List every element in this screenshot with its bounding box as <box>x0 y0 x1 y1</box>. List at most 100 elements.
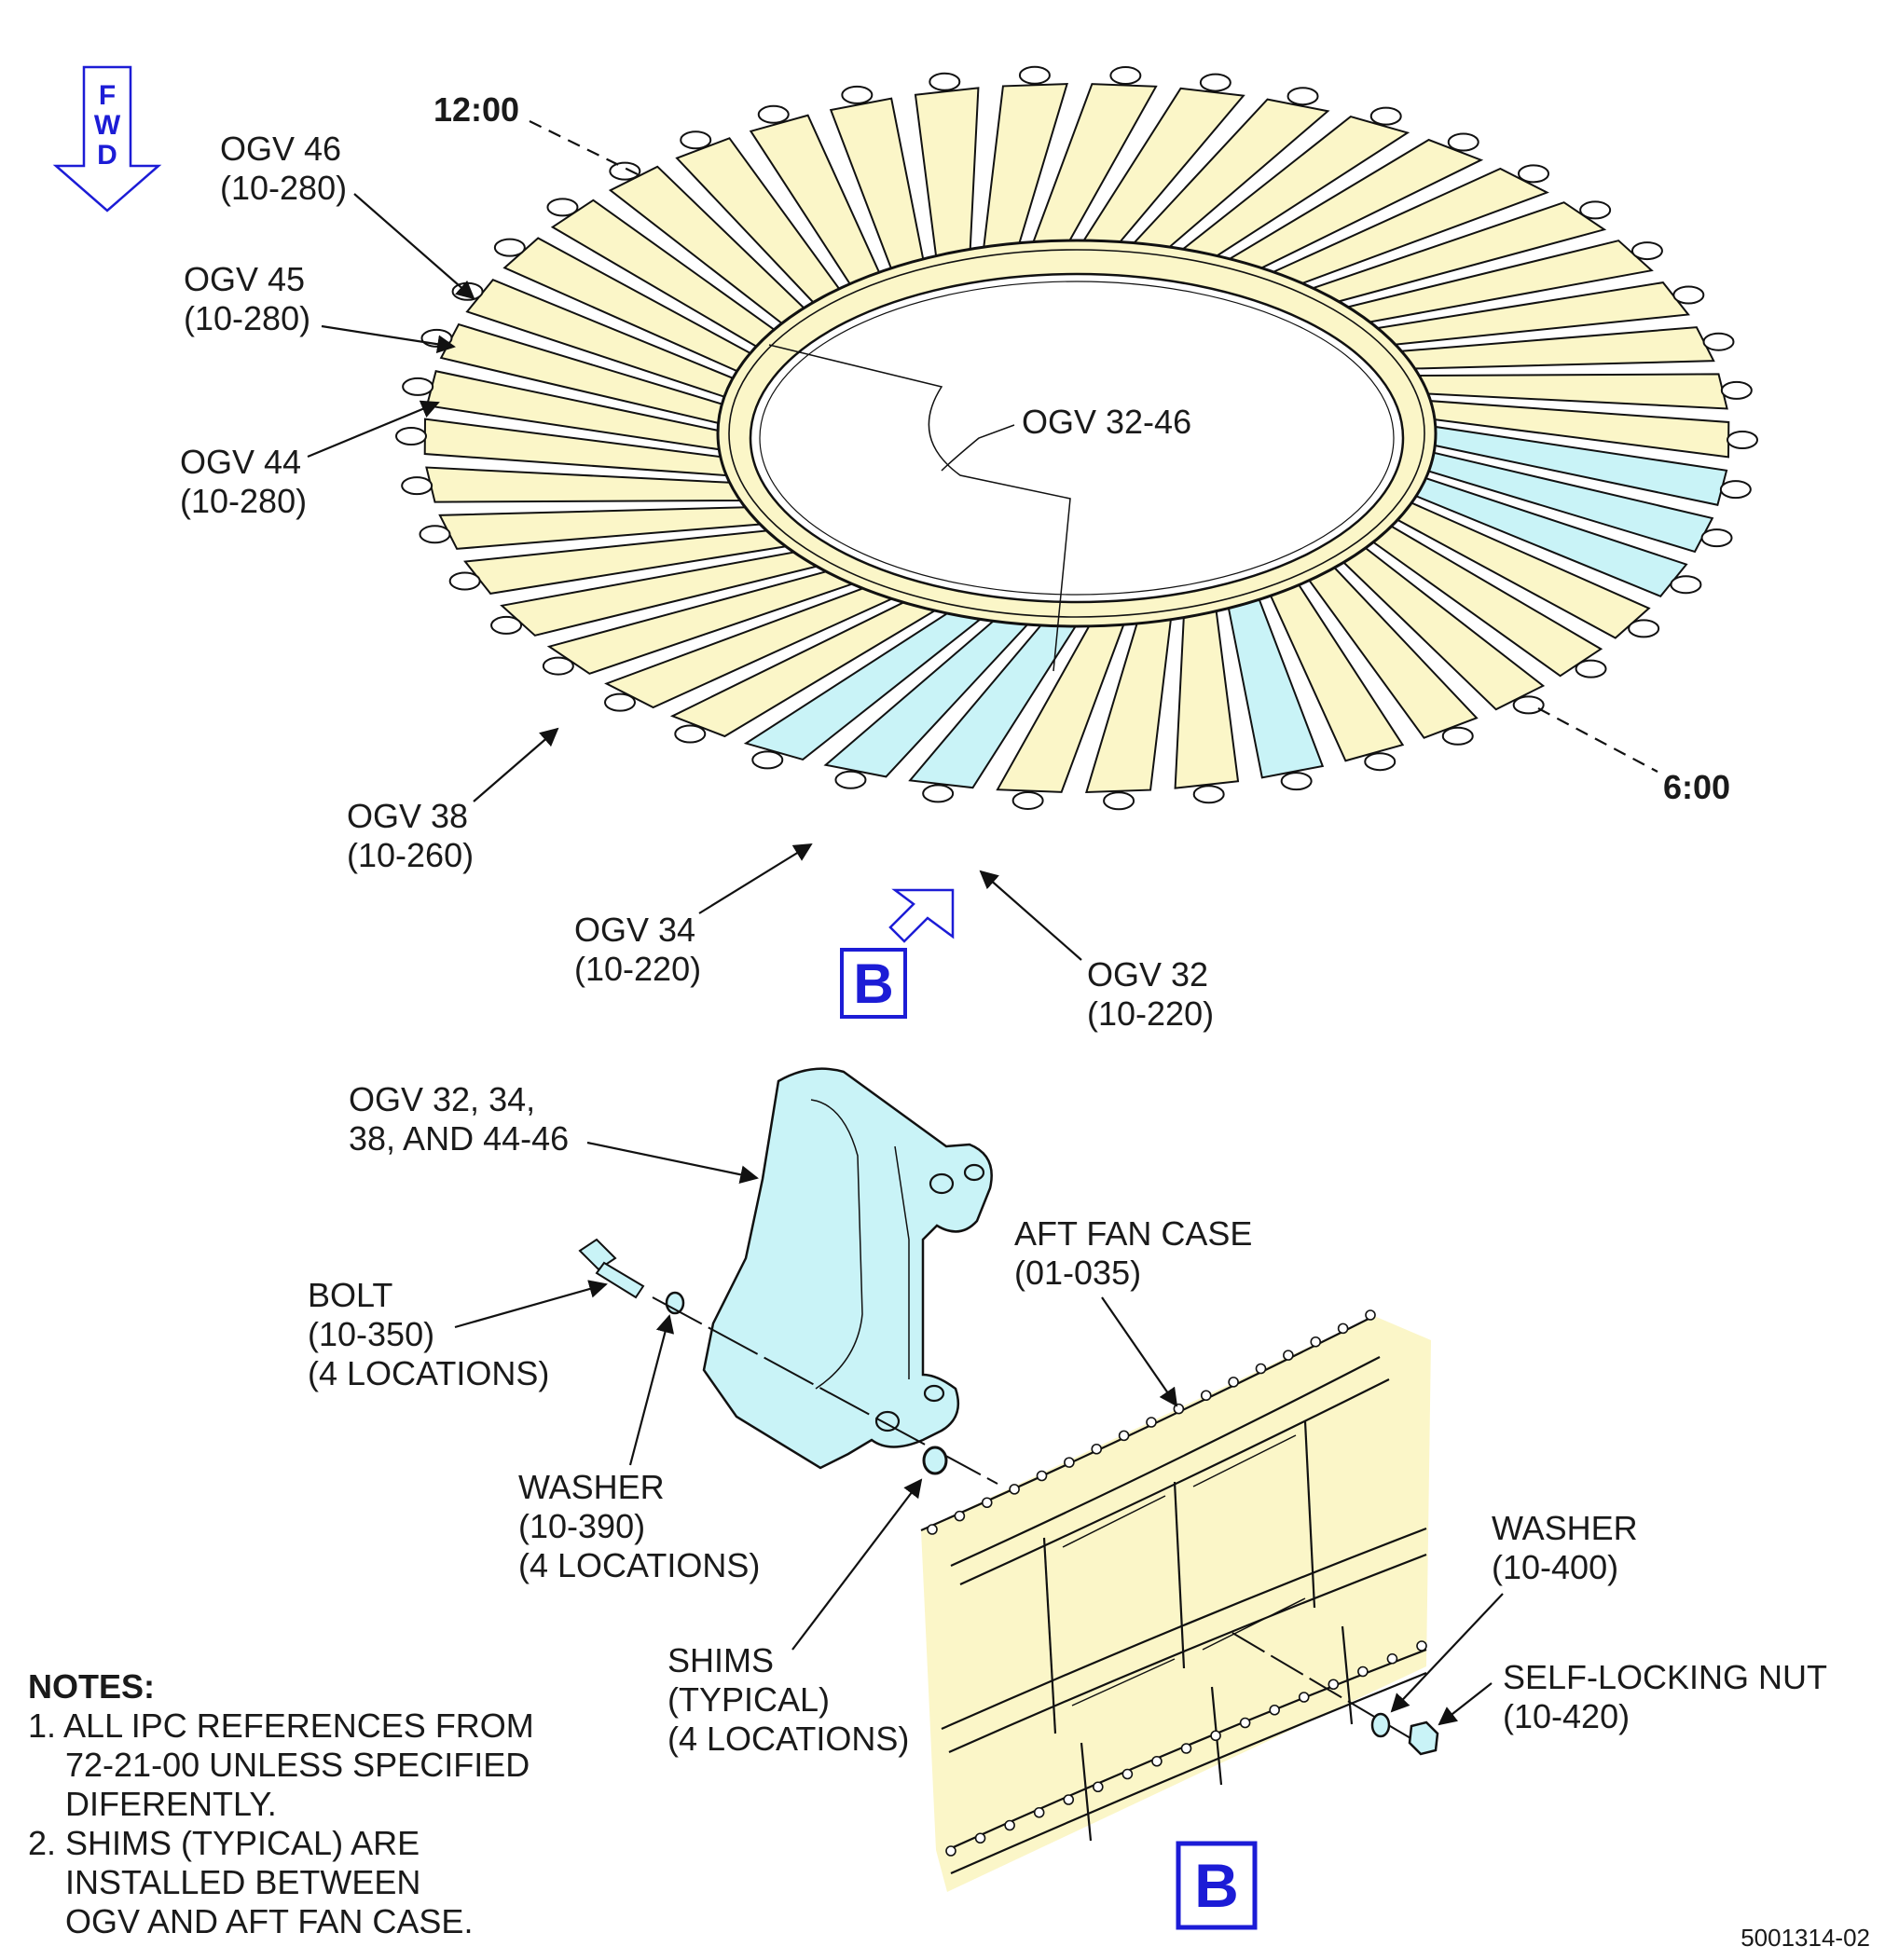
ogv-mount-foot <box>841 85 874 104</box>
ogv-mount-foot <box>1192 785 1225 804</box>
aft-fan-case-line1: AFT FAN CASE <box>1014 1214 1252 1253</box>
view-b-reference: B <box>840 888 955 1019</box>
ogv-mount-foot <box>1575 659 1607 678</box>
ogv-mount-foot <box>1199 73 1231 92</box>
fwd-letter-f: F <box>99 80 116 111</box>
flange-bolt-hole <box>1036 1470 1048 1482</box>
callout-ogv38: OGV 38 (10-260) <box>347 727 559 874</box>
ogv-mount-foot <box>1628 619 1660 638</box>
flange-bolt-hole <box>1004 1819 1015 1831</box>
callout-ogv44: OGV 44 (10-280) <box>180 400 440 520</box>
ogv-vane-detail <box>702 1067 993 1470</box>
ogv-mount-foot <box>674 724 707 744</box>
callout-ogv46: OGV 46 (10-280) <box>220 130 475 300</box>
flange-bolt-hole <box>1328 1679 1340 1691</box>
flange-bolt-hole <box>1151 1755 1163 1767</box>
nut-part <box>1408 1720 1439 1756</box>
ogv32-label: OGV 32 <box>1087 955 1208 994</box>
note-2-line3: OGV AND AFT FAN CASE. <box>65 1902 473 1940</box>
flange-bolt-hole <box>1118 1430 1130 1442</box>
ogv34-ref: (10-220) <box>574 950 701 988</box>
flange-bolt-hole <box>1365 1309 1376 1321</box>
ogv46-ref: (10-280) <box>220 169 347 207</box>
flange-bolt-hole <box>1357 1665 1369 1678</box>
ogv-mount-foot <box>395 427 428 446</box>
shims-line2: (TYPICAL) <box>667 1680 830 1719</box>
ogv38-ref: (10-260) <box>347 836 474 874</box>
ogv-mount-foot <box>1672 285 1705 305</box>
ogv-mount-foot <box>1103 791 1135 811</box>
fwd-arrow: F W D <box>52 65 162 212</box>
ogv38-label: OGV 38 <box>347 797 468 835</box>
callout-washer-390: WASHER (10-390) (4 LOCATIONS) <box>518 1314 760 1584</box>
detail-b-title: B <box>1176 1841 1258 1930</box>
ogv-mount-foot <box>1579 200 1612 220</box>
shim-part <box>922 1446 948 1475</box>
aft-fan-case-line2: (01-035) <box>1014 1254 1141 1292</box>
callout-ogv32: OGV 32 (10-220) <box>979 870 1214 1033</box>
ogv46-label: OGV 46 <box>220 130 341 168</box>
bolt-part <box>578 1238 685 1315</box>
callout-bolt: BOLT (10-350) (4 LOCATIONS) <box>308 1276 608 1392</box>
clock-6-label: 6:00 <box>1663 768 1730 806</box>
note-2-line2: INSTALLED BETWEEN <box>65 1863 420 1901</box>
ogv-mount-foot <box>1286 87 1319 106</box>
callout-ogv45: OGV 45 (10-280) <box>184 260 456 354</box>
washer-390-line1: WASHER <box>518 1468 665 1506</box>
aft-fan-case-panel <box>920 1315 1431 1892</box>
ogv-mount-foot <box>834 770 867 789</box>
flange-bolt-hole <box>1298 1692 1310 1703</box>
ogv-group-line1: OGV 32, 34, <box>349 1080 535 1118</box>
flange-bolt-hole <box>1064 1457 1075 1468</box>
callout-ogv34: OGV 34 (10-220) <box>574 843 813 988</box>
ogv-mount-foot <box>1364 752 1397 772</box>
ogv-mount-foot <box>1630 241 1663 261</box>
flange-bolt-hole <box>1093 1781 1104 1793</box>
ogv-mount-foot <box>1518 164 1550 184</box>
flange-bolt-hole <box>1228 1377 1239 1388</box>
ogv-mount-foot <box>922 784 955 803</box>
fan-case-ring <box>716 239 1438 628</box>
notes-block: NOTES: 1. ALL IPC REFERENCES FROM 72-21-… <box>28 1667 534 1940</box>
flange-bolt-hole <box>1200 1390 1212 1402</box>
ogv-group-line2: 38, AND 44-46 <box>349 1119 569 1158</box>
note-1-line3: DIFERENTLY. <box>65 1785 277 1823</box>
notes-title: NOTES: <box>28 1667 155 1706</box>
figure-number: 5001314-02 <box>1741 1924 1870 1952</box>
washer-400-part <box>1370 1712 1391 1738</box>
callout-ogv-group: OGV 32, 34, 38, AND 44-46 <box>349 1080 759 1185</box>
nut-line1: SELF-LOCKING NUT <box>1503 1658 1827 1696</box>
flange-bolt-hole <box>1063 1794 1075 1805</box>
ogv-mount-foot <box>603 692 636 712</box>
ogv-mount-foot <box>419 525 451 544</box>
ogv-mount-foot <box>751 750 784 770</box>
washer-400-line1: WASHER <box>1492 1509 1638 1547</box>
flange-bolt-hole <box>954 1510 966 1522</box>
ogv-mount-foot <box>1369 106 1402 126</box>
flange-bolt-hole <box>1283 1350 1294 1361</box>
note-2-line1: 2. SHIMS (TYPICAL) ARE <box>28 1824 420 1862</box>
ogv-mount-foot <box>546 198 579 217</box>
ogv-mount-foot <box>493 238 526 257</box>
ogv-mount-foot <box>1726 430 1758 449</box>
ogv44-label: OGV 44 <box>180 443 301 481</box>
bolt-line3: (4 LOCATIONS) <box>308 1354 549 1392</box>
ogv-mount-foot <box>609 161 641 181</box>
ogv45-ref: (10-280) <box>184 299 310 337</box>
clock-6-leader <box>1537 707 1658 773</box>
flange-bolt-hole <box>1091 1443 1103 1455</box>
flange-bolt-hole <box>974 1832 986 1844</box>
view-b-letter: B <box>853 953 893 1015</box>
ogv44-ref: (10-280) <box>180 482 307 520</box>
flange-bolt-hole <box>1121 1768 1134 1780</box>
ogv-mount-foot <box>757 104 790 124</box>
ogv-mount-foot <box>1018 65 1051 85</box>
ogv-mount-foot <box>490 615 523 635</box>
ogv-mount-foot <box>1702 332 1735 351</box>
flange-bolt-hole <box>1310 1336 1322 1348</box>
ogv-mount-foot <box>1719 480 1752 500</box>
callout-washer-400: WASHER (10-400) <box>1390 1509 1638 1713</box>
flange-bolt-hole <box>927 1524 938 1535</box>
